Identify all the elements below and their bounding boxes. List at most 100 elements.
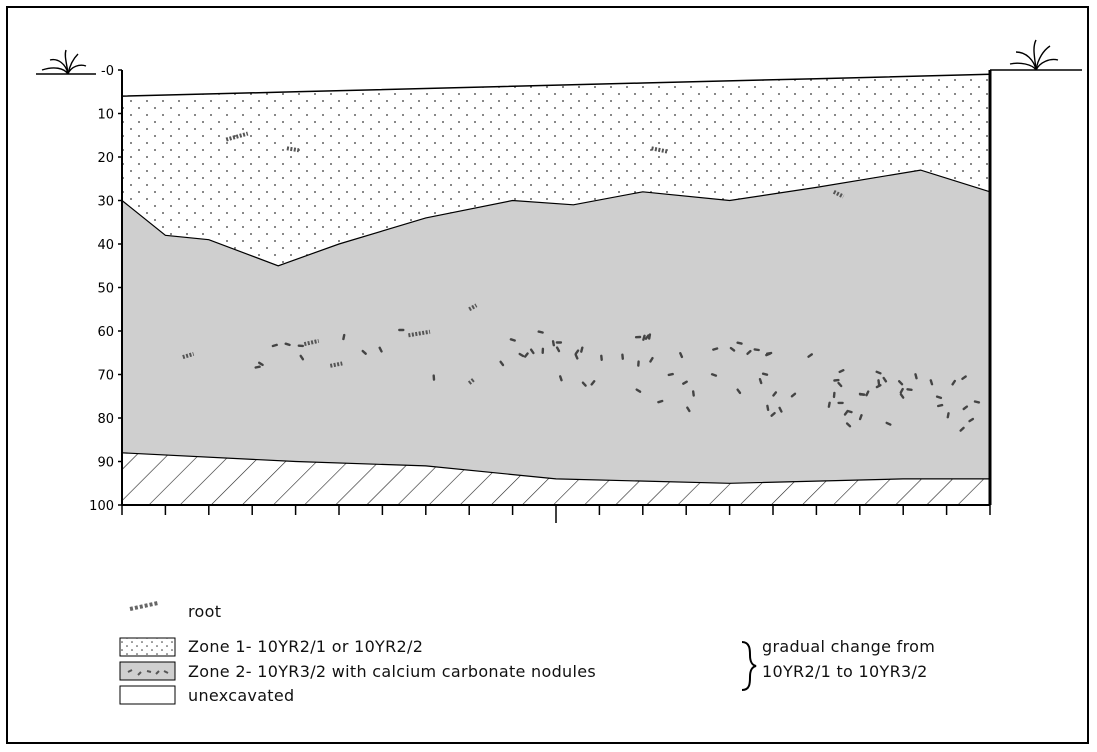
root-fragments xyxy=(182,131,845,385)
nodule xyxy=(885,421,892,426)
nodule xyxy=(555,346,561,353)
ground-surface-line xyxy=(121,73,991,97)
nodule xyxy=(946,412,950,419)
nodule xyxy=(959,426,965,432)
nodule xyxy=(746,349,752,355)
nodule xyxy=(837,381,843,388)
horizontal-scale-ticks xyxy=(121,505,991,523)
root-fragment xyxy=(651,146,668,154)
depth-tick-label: 100 xyxy=(89,499,114,514)
depth-tick-label: 90 xyxy=(97,456,114,471)
nodule xyxy=(644,334,650,340)
nodule xyxy=(766,404,770,411)
nodule xyxy=(590,380,596,386)
depth-tick-label: 50 xyxy=(97,282,114,297)
zone-2-legend-swatch xyxy=(119,661,176,681)
root-fragment xyxy=(408,329,431,338)
nodule xyxy=(648,333,652,340)
nodule xyxy=(899,387,904,394)
nodule xyxy=(758,378,763,385)
nodule xyxy=(875,384,882,389)
zone-2-lower-boundary xyxy=(121,452,990,484)
nodule xyxy=(875,370,882,375)
gradual-change-line-1: gradual change from xyxy=(762,637,936,656)
nodule xyxy=(529,348,535,355)
legend-zone-2-label: Zone 2- 10YR3/2 with calcium carbonate n… xyxy=(188,662,597,681)
nodule xyxy=(254,365,261,369)
nodule xyxy=(778,406,783,413)
nodule xyxy=(882,376,888,383)
depth-tick-label: 80 xyxy=(97,412,114,427)
depth-tick-label: 60 xyxy=(97,325,114,340)
nodule xyxy=(729,346,736,352)
nodule xyxy=(581,381,587,387)
grass-tuft-icon xyxy=(36,49,96,75)
root-fragment xyxy=(832,190,845,199)
nodule xyxy=(736,388,742,395)
nodule xyxy=(284,342,291,347)
nodule xyxy=(807,353,813,358)
nodule xyxy=(574,353,579,360)
nodule xyxy=(951,379,956,386)
nodule xyxy=(906,388,913,391)
legend-zone-1-label: Zone 1- 10YR2/1 or 10YR2/2 xyxy=(188,637,424,656)
curly-brace-icon xyxy=(741,641,757,691)
nodule xyxy=(753,348,760,352)
nodule xyxy=(838,369,845,374)
legend-root-label: root xyxy=(188,602,222,621)
nodule xyxy=(929,379,934,386)
nodule xyxy=(682,380,688,385)
nodule xyxy=(898,380,904,386)
nodule xyxy=(899,393,905,399)
nodule xyxy=(559,375,563,382)
nodule xyxy=(299,354,305,361)
nodule xyxy=(537,330,544,334)
nodule xyxy=(258,361,264,367)
nodule xyxy=(580,346,584,353)
nodule xyxy=(710,373,718,377)
nodule xyxy=(635,388,642,393)
nodule xyxy=(845,422,852,428)
nodule xyxy=(858,392,866,396)
nodule xyxy=(935,395,943,400)
nodule xyxy=(642,334,646,341)
calcium-carbonate-nodules xyxy=(254,328,981,432)
nodule xyxy=(667,372,674,377)
nodule xyxy=(962,405,969,411)
root-fragment xyxy=(467,377,476,385)
zone-1-legend-swatch xyxy=(119,637,176,657)
nodule xyxy=(827,401,831,408)
nodule xyxy=(509,338,516,342)
zone-1-texture xyxy=(122,74,990,266)
grass-tuft-icon xyxy=(990,39,1082,71)
nodule xyxy=(843,410,849,416)
nodule xyxy=(865,390,870,397)
nodule xyxy=(914,373,918,380)
root-legend-swatch xyxy=(129,601,159,611)
nodule xyxy=(271,343,278,348)
nodule xyxy=(858,414,863,421)
nodule xyxy=(712,347,719,351)
depth-tick-label: 70 xyxy=(97,369,114,384)
nodule xyxy=(766,351,773,355)
nodule xyxy=(973,400,981,404)
nodule xyxy=(761,372,769,376)
depth-tick-label: 40 xyxy=(97,238,114,253)
unexcavated-legend-swatch xyxy=(119,685,176,705)
nodule xyxy=(877,379,881,386)
root-fragment xyxy=(468,303,478,312)
root-fragment xyxy=(182,351,195,360)
nodule xyxy=(649,356,654,363)
nodule xyxy=(361,349,367,355)
depth-tick-label: 20 xyxy=(97,151,114,166)
root-fragment xyxy=(225,131,249,142)
nodule xyxy=(937,403,944,408)
nodule xyxy=(772,391,778,397)
nodule xyxy=(657,399,664,404)
depth-tick-label: 10 xyxy=(97,108,114,123)
nodule xyxy=(736,341,743,345)
nodule xyxy=(968,417,975,423)
nodule xyxy=(961,375,967,380)
